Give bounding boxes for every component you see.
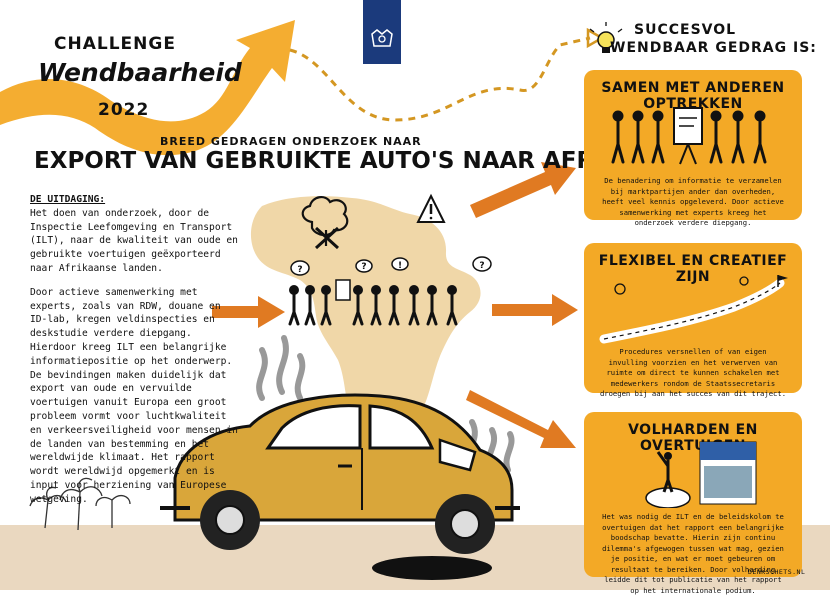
- panel-1-title: SAMEN MET ANDEREN OPTREKKEN: [601, 80, 785, 112]
- intro-paragraph-2: Door actieve samenwerking met experts, z…: [30, 286, 238, 505]
- panel-3-text: Het was nodig de ILT en de beleidskolom …: [602, 512, 784, 595]
- page-title: EXPORT VAN GEBRUIKTE AUTO'S NAAR AFRIKA: [34, 148, 639, 174]
- svg-text:?: ?: [297, 265, 302, 275]
- arrow-to-panel-3: [466, 390, 576, 448]
- royal-coat-of-arms-icon: [371, 29, 393, 47]
- panel-2-title: FLEXIBEL EN CREATIEF ZIJN: [598, 253, 788, 285]
- artist-credit: DENKSCHETS.NL: [748, 568, 806, 576]
- arrow-to-panel-1: [470, 162, 576, 218]
- oil-puddle: [372, 556, 492, 580]
- warning-icon: [416, 193, 446, 223]
- arrow-to-panel-2: [492, 294, 578, 326]
- speech-bubbles: [290, 256, 492, 276]
- panel-2-road-sketch: [599, 275, 788, 344]
- success-heading-line-2: WENDBAAR GEDRAG IS:: [610, 40, 817, 56]
- crossed-tree-icon: [301, 196, 349, 250]
- panel-3-report-sketch: [645, 441, 757, 508]
- intro-text-block: DE UITDAGING: Het doen van onderzoek, do…: [30, 193, 240, 517]
- svg-text:?: ?: [361, 262, 366, 272]
- challenge-year: 2022: [98, 100, 150, 120]
- speech-bubble-marks: ? ? ! ?: [297, 261, 484, 275]
- svg-text:?: ?: [479, 261, 484, 271]
- panel-samen-optrekken: SAMEN MET ANDEREN OPTREKKEN De benaderin…: [584, 70, 802, 227]
- yellow-beetle-car: [160, 393, 520, 554]
- africa-shape: [250, 196, 481, 453]
- panel-1-people-sketch: [611, 107, 767, 165]
- palm-trees-sketch: [29, 477, 131, 531]
- page-subtitle: BREED GEDRAGEN ONDERZOEK NAAR: [160, 135, 422, 148]
- intro-paragraph-1: Het doen van onderzoek, door de Inspecti…: [30, 207, 238, 274]
- people-group-sketch: [288, 285, 458, 326]
- svg-text:!: !: [398, 261, 402, 271]
- flipchart-sketch: [335, 279, 351, 301]
- logo-bar: [363, 0, 401, 64]
- intro-heading: DE UITDAGING:: [30, 194, 106, 205]
- challenge-label: CHALLENGE: [54, 34, 176, 54]
- challenge-title: Wendbaarheid: [38, 58, 242, 87]
- panel-volharden-overtuigen: VOLHARDEN EN OVERTUIGEN Het was nodig de…: [584, 412, 802, 595]
- dashed-trail: [289, 36, 591, 122]
- dashed-trail-arrowhead: [586, 27, 605, 49]
- panel-flexibel-creatief: FLEXIBEL EN CREATIEF ZIJN Procedures ver…: [584, 243, 802, 398]
- panel-1-text: De benadering om informatie te verzamele…: [602, 176, 784, 227]
- lightbulb-icon: [589, 22, 623, 53]
- panel-2-text: Procedures versnellen of van eigen invul…: [599, 347, 787, 398]
- arrow-left-to-africa: [212, 296, 285, 328]
- success-heading-line-1: SUCCESVOL: [634, 22, 737, 38]
- swoosh-arrow-shape: [0, 20, 295, 156]
